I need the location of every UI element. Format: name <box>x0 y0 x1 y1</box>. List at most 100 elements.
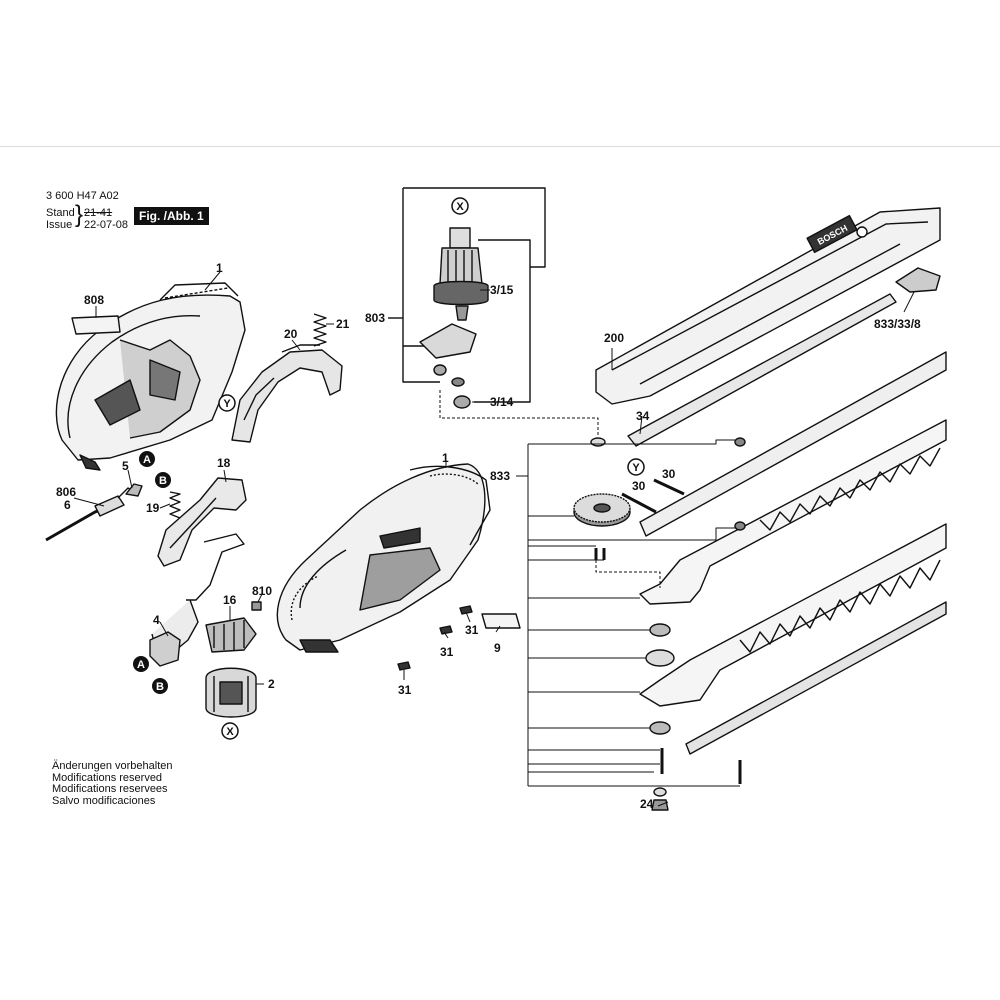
nut-right-top <box>734 437 746 447</box>
guard-rail-34 <box>627 293 897 447</box>
drive-gear <box>573 493 631 527</box>
label-30-b: 30 <box>632 479 646 493</box>
label-1-upper: 1 <box>216 261 223 275</box>
label-31-c: 31 <box>398 683 412 697</box>
label-plate-9 <box>481 613 521 629</box>
label-34: 34 <box>636 409 650 423</box>
screw-31 <box>397 605 473 671</box>
svg-text:X: X <box>226 726 234 738</box>
label-3-14: 3/14 <box>490 395 514 409</box>
svg-text:B: B <box>159 475 167 487</box>
label-9: 9 <box>494 641 501 655</box>
label-803: 803 <box>365 311 385 325</box>
label-4: 4 <box>153 613 160 627</box>
label-1-lower: 1 <box>442 451 449 465</box>
svg-text:A: A <box>143 454 151 466</box>
nut-right-mid <box>734 521 746 531</box>
label-200: 200 <box>604 331 624 345</box>
label-6: 6 <box>64 498 71 512</box>
spring-21 <box>313 313 327 347</box>
label-833-33-8: 833/33/8 <box>874 317 921 331</box>
nut <box>433 364 447 376</box>
top-rule <box>0 146 1000 147</box>
label-31-a: 31 <box>465 623 479 637</box>
issue-label: Issue <box>46 219 73 231</box>
cutting-blade-upper <box>639 419 947 605</box>
doc-number: 3 600 H47 A02 <box>46 190 119 202</box>
switch-lever-18 <box>157 477 247 567</box>
brush-holder-16 <box>205 617 257 653</box>
label-30-a: 30 <box>662 467 676 481</box>
label-810: 810 <box>252 584 272 598</box>
note-fr: Modifications reservees <box>52 783 168 795</box>
callout-b-upper: B <box>155 472 171 488</box>
pins <box>594 548 606 560</box>
callout-x-upper: X <box>451 197 469 215</box>
armature-group <box>388 187 546 403</box>
label-21: 21 <box>336 317 350 331</box>
pin-30a <box>621 492 657 514</box>
label-806: 806 <box>56 485 76 499</box>
blade-carrier <box>639 351 947 537</box>
note-es: Salvo modificaciones <box>52 794 156 807</box>
blade-cover-strip <box>685 601 947 755</box>
end-cap-833-33-8 <box>895 267 941 293</box>
svg-text:X: X <box>456 201 464 213</box>
callout-y-left: Y <box>218 394 236 412</box>
washer-top <box>590 437 606 447</box>
blade-guard-200 <box>595 207 941 405</box>
stator-2 <box>205 667 257 718</box>
cable-clip-5 <box>125 483 143 497</box>
stand-label: Stand <box>46 207 75 219</box>
callout-y-right: Y <box>627 458 645 476</box>
part-number-labels: 1 808 21 20 5 806 6 18 19 4 16 810 2 1 3… <box>56 261 921 811</box>
header-brace: } <box>75 201 84 228</box>
housing-shell-lower <box>276 463 491 653</box>
disc-3 <box>649 721 671 735</box>
part-810 <box>251 601 262 611</box>
guide-line <box>439 390 599 436</box>
bearing-plate <box>419 323 477 359</box>
label-19: 19 <box>146 501 160 515</box>
disc-2 <box>645 649 675 667</box>
callout-circles: A B A B X X Y Y <box>133 197 645 740</box>
note-de: Änderungen vorbehalten <box>52 760 173 772</box>
bearing-small <box>451 377 465 387</box>
leader-833 <box>516 439 740 787</box>
note-en: Modifications reserved <box>52 771 163 784</box>
issue-value: 22-07-08 <box>84 219 129 231</box>
pin-30b <box>653 478 685 496</box>
svg-text:B: B <box>156 681 164 693</box>
spring-19 <box>169 491 181 519</box>
modification-notes: Änderungen vorbehalten Modifications res… <box>52 760 173 807</box>
washer-24 <box>653 787 667 797</box>
disc-1 <box>649 623 671 637</box>
callout-b-lower: B <box>152 678 168 694</box>
callout-a-lower: A <box>133 656 149 672</box>
label-31-b: 31 <box>440 645 454 659</box>
stand-value: 21-41 <box>84 207 113 219</box>
switch-4 <box>149 631 181 667</box>
svg-text:Y: Y <box>223 398 231 410</box>
housing-shell-upper <box>55 282 246 471</box>
label-3-15: 3/15 <box>490 283 514 297</box>
label-24: 24 <box>640 797 654 811</box>
label-808: 808 <box>84 293 104 307</box>
label-833: 833 <box>490 469 510 483</box>
callout-a-upper: A <box>139 451 155 467</box>
svg-text:Y: Y <box>632 462 640 474</box>
bearing-3-14 <box>453 395 471 409</box>
armature <box>433 227 489 321</box>
label-plate-808 <box>71 315 121 335</box>
label-18: 18 <box>217 456 231 470</box>
cutting-blade-lower <box>639 523 947 707</box>
label-20: 20 <box>284 327 298 341</box>
label-16: 16 <box>223 593 237 607</box>
handle-guard <box>231 344 343 443</box>
callout-x-lower: X <box>221 722 239 740</box>
label-5: 5 <box>122 459 129 473</box>
svg-text:A: A <box>137 659 145 671</box>
label-2: 2 <box>268 677 275 691</box>
figure-badge: Fig. /Abb. 1 <box>134 207 209 225</box>
